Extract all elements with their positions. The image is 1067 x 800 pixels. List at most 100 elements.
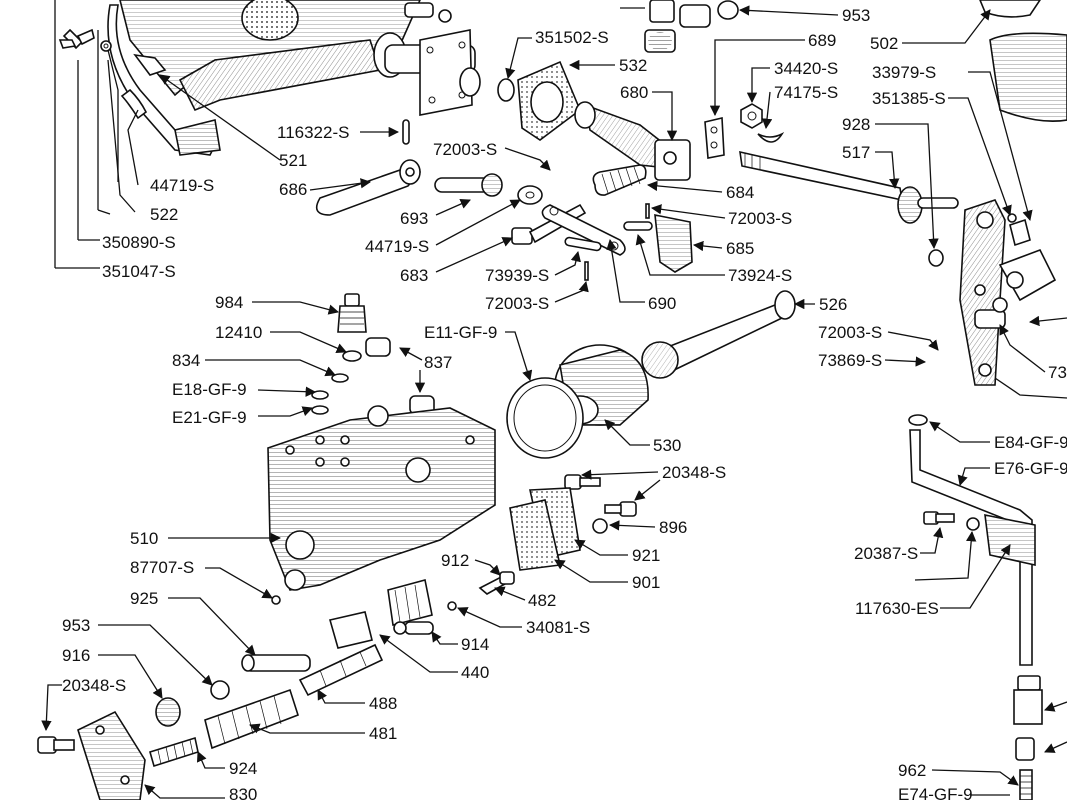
leader-lines bbox=[41, 0, 1067, 799]
callout-72003c: 72003-S bbox=[485, 294, 549, 313]
ring-e84 bbox=[908, 414, 928, 426]
callout-526: 526 bbox=[819, 295, 847, 314]
lever-686 bbox=[315, 159, 422, 216]
callout-34081: 34081-S bbox=[526, 618, 590, 637]
callout-72003d: 72003-S bbox=[818, 323, 882, 342]
cotter-72003b bbox=[645, 203, 650, 219]
spool-925 bbox=[241, 654, 311, 672]
callout-33979: 33979-S bbox=[872, 63, 936, 82]
left-hardware bbox=[58, 28, 167, 120]
callout-351385: 351385-S bbox=[872, 89, 946, 108]
callout-522: 522 bbox=[150, 205, 178, 224]
housing-510 bbox=[267, 405, 496, 591]
callout-44719a: 44719-S bbox=[150, 176, 214, 195]
callout-834: 834 bbox=[172, 351, 200, 370]
ring-34081 bbox=[447, 601, 457, 611]
bolt-20348a bbox=[564, 474, 637, 517]
callout-680: 680 bbox=[620, 83, 648, 102]
pin-116322 bbox=[402, 119, 410, 145]
pipe-e76 bbox=[909, 429, 1043, 800]
callout-117630: 117630-ES bbox=[855, 599, 939, 618]
ring-953 bbox=[210, 680, 230, 700]
callout-690: 690 bbox=[648, 294, 676, 313]
ring-e11 bbox=[506, 377, 584, 459]
sleeve-481 bbox=[204, 688, 299, 750]
callout-73939: 73939-S bbox=[485, 266, 549, 285]
callout-e84: E84-GF-9 bbox=[994, 433, 1067, 452]
bracket-685 bbox=[654, 214, 693, 273]
callout-530: 530 bbox=[653, 436, 681, 455]
clevis-pin-693 bbox=[434, 173, 503, 197]
bolt-20387 bbox=[923, 511, 955, 525]
callout-116322: 116322-S bbox=[277, 123, 349, 142]
callout-e21: E21-GF-9 bbox=[172, 408, 247, 427]
link-690 bbox=[541, 204, 626, 256]
washer-896 bbox=[592, 518, 608, 534]
callout-e74: E74-GF-9 bbox=[898, 785, 973, 800]
washer-44719 bbox=[517, 185, 543, 205]
ring-e21 bbox=[311, 405, 329, 415]
callout-488: 488 bbox=[369, 694, 397, 713]
callout-87707: 87707-S bbox=[130, 558, 194, 577]
callout-20387: 20387-S bbox=[854, 544, 918, 563]
callout-e76: E76-GF-9 bbox=[994, 459, 1067, 478]
callout-44719b: 44719-S bbox=[365, 237, 429, 256]
key-74175 bbox=[757, 132, 785, 143]
washer-351502 bbox=[497, 78, 515, 102]
callout-684: 684 bbox=[726, 183, 754, 202]
callout-74175: 74175-S bbox=[774, 83, 838, 102]
callout-953b: 953 bbox=[62, 616, 90, 635]
callout-693: 693 bbox=[400, 209, 428, 228]
callout-532: 532 bbox=[619, 56, 647, 75]
callout-502: 502 bbox=[870, 34, 898, 53]
callout-830: 830 bbox=[229, 785, 257, 800]
spring-924 bbox=[149, 736, 199, 768]
plug-87707 bbox=[271, 595, 281, 605]
callout-73869: 73869-S bbox=[818, 351, 882, 370]
bolt-20348b bbox=[37, 736, 75, 754]
callout-683: 683 bbox=[400, 266, 428, 285]
housing-502 bbox=[979, 0, 1067, 123]
callout-20348a: 20348-S bbox=[662, 463, 726, 482]
callout-924: 924 bbox=[229, 759, 257, 778]
fitting-984 bbox=[337, 293, 367, 333]
valve-914 bbox=[393, 621, 434, 635]
shaft-526 bbox=[641, 290, 796, 379]
callout-72003a: 72003-S bbox=[433, 140, 497, 159]
callout-928: 928 bbox=[842, 115, 870, 134]
pin-73939 bbox=[564, 236, 602, 252]
callout-350890: 350890-S bbox=[102, 233, 176, 252]
lift-arm-assembly bbox=[107, 0, 481, 156]
shaft-517 bbox=[739, 150, 959, 224]
gasket-532 bbox=[517, 60, 581, 141]
cover-830 bbox=[77, 710, 146, 800]
callout-440: 440 bbox=[461, 663, 489, 682]
callout-921: 921 bbox=[632, 546, 660, 565]
callout-482: 482 bbox=[528, 591, 556, 610]
callout-510: 510 bbox=[130, 529, 158, 548]
callout-e18: E18-GF-9 bbox=[172, 380, 247, 399]
callout-labels: 953 689 502 351502-S 532 34420-S 74175-S… bbox=[62, 6, 1067, 800]
nut-34420 bbox=[740, 103, 763, 129]
right-arm-plate bbox=[959, 199, 1057, 386]
callout-481: 481 bbox=[369, 724, 397, 743]
callout-984: 984 bbox=[215, 293, 243, 312]
callout-685: 685 bbox=[726, 239, 754, 258]
callout-34420: 34420-S bbox=[774, 59, 838, 78]
callout-916: 916 bbox=[62, 646, 90, 665]
callout-925: 925 bbox=[130, 589, 158, 608]
callout-e11: E11-GF-9 bbox=[424, 323, 497, 342]
gasket-901 bbox=[509, 499, 561, 571]
arm-680 bbox=[574, 101, 691, 181]
callout-953a: 953 bbox=[842, 6, 870, 25]
callout-837: 837 bbox=[424, 353, 452, 372]
callout-517: 517 bbox=[842, 143, 870, 162]
callout-521: 521 bbox=[279, 151, 307, 170]
callout-12410: 12410 bbox=[215, 323, 262, 342]
callout-73924: 73924-S bbox=[728, 266, 792, 285]
cap-916 bbox=[155, 697, 181, 727]
callout-351502: 351502-S bbox=[535, 28, 609, 47]
cotter-72003c bbox=[584, 261, 589, 281]
ring-834 bbox=[331, 373, 349, 383]
washer-12410 bbox=[342, 350, 362, 362]
